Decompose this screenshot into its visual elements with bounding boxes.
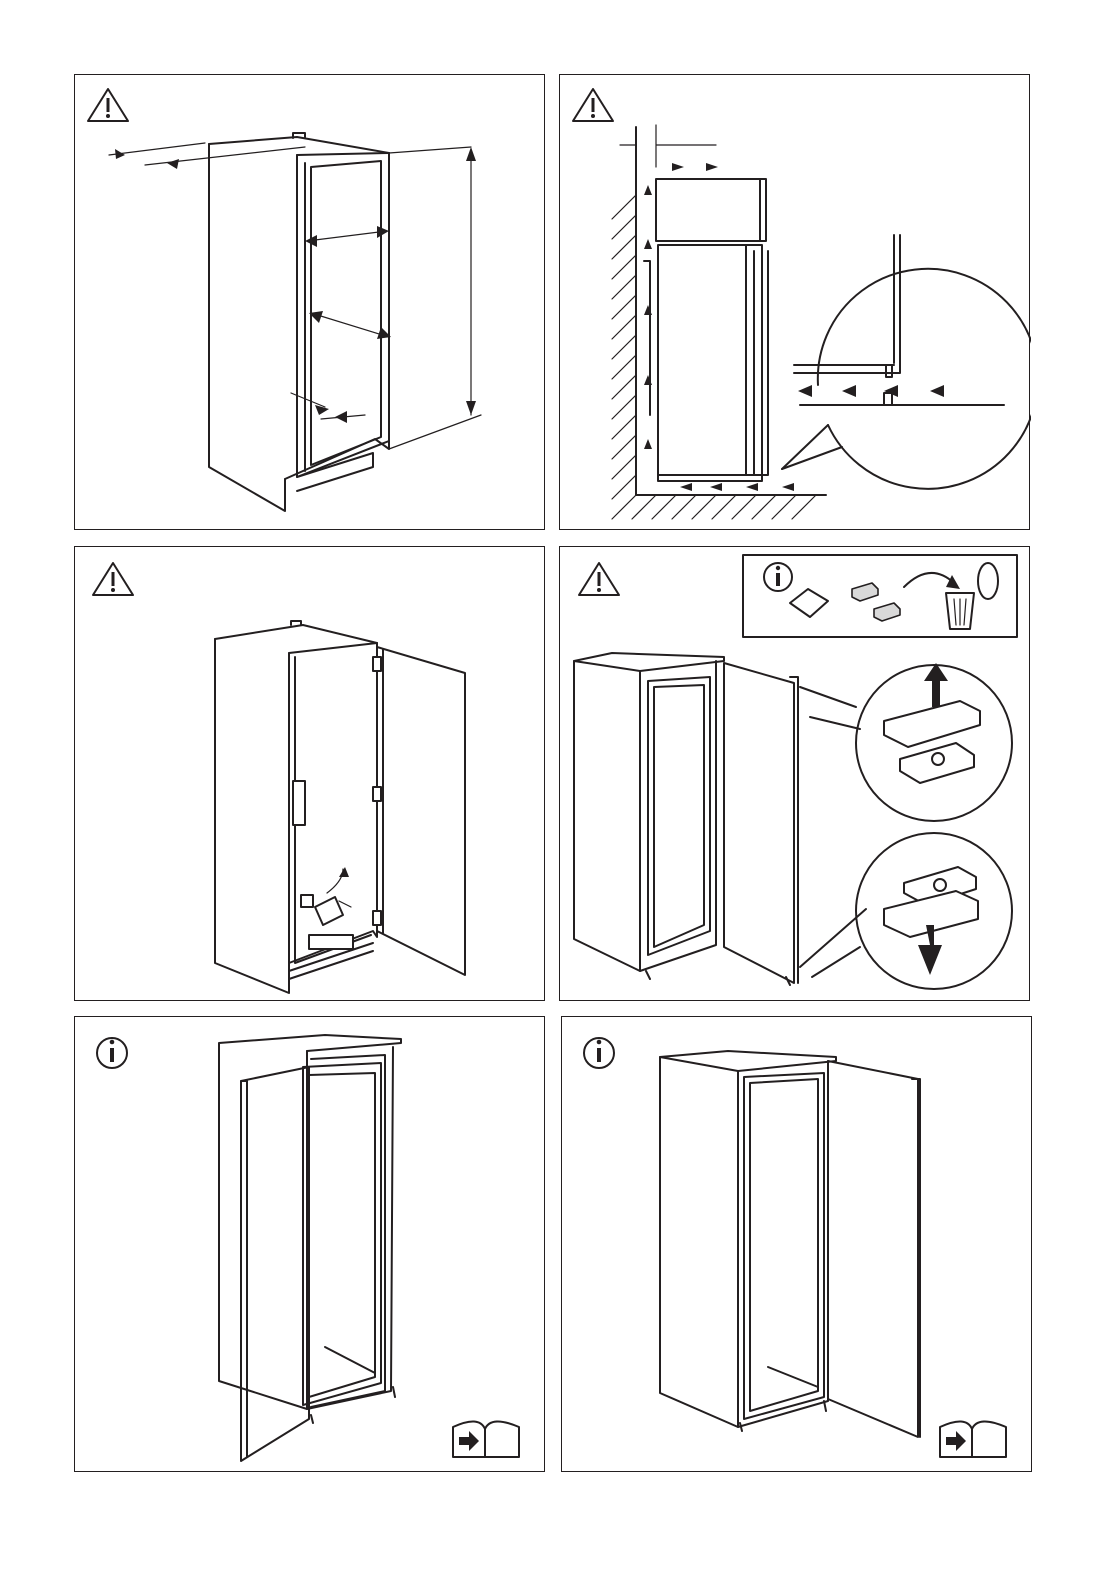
wall-hatching	[612, 125, 826, 519]
trash-bin-icon	[946, 563, 998, 629]
warning-icon	[93, 563, 133, 595]
bag-icon	[790, 589, 828, 617]
panel-door-left	[74, 1016, 545, 1472]
transport-clips-diagram	[560, 547, 1031, 1002]
warning-icon	[573, 89, 613, 121]
panel-ventilation	[559, 74, 1030, 530]
open-door	[373, 647, 465, 975]
fridge-open-right	[660, 1051, 920, 1437]
info-icon	[97, 1038, 127, 1068]
detail-magnifier	[782, 235, 1031, 489]
info-icon	[764, 563, 792, 591]
panel-niche-dimensions	[74, 74, 545, 530]
info-icon	[584, 1038, 614, 1068]
clip-icon	[852, 583, 878, 601]
open-book-arrow-icon	[453, 1421, 519, 1457]
panel-door-hinge	[74, 546, 545, 1001]
open-book-arrow-icon	[940, 1421, 1006, 1457]
clip-detail-top	[800, 663, 1012, 821]
dimension-arrows	[109, 143, 481, 449]
panel-transport-clips	[559, 546, 1030, 1001]
appliance-side	[644, 179, 768, 481]
door-right-diagram	[562, 1017, 1033, 1473]
door-hinge-diagram	[75, 547, 546, 1002]
ventilation-diagram	[560, 75, 1031, 531]
niche-dimensions-diagram	[75, 75, 546, 531]
hinge-parts	[293, 781, 353, 949]
warning-icon	[579, 563, 619, 595]
accessory-info-box	[743, 555, 1017, 637]
clip-detail-bottom	[800, 833, 1012, 989]
clip-icon-2	[874, 603, 900, 621]
airflow-arrows	[644, 163, 794, 491]
panel-door-right	[561, 1016, 1032, 1472]
cabinet-niche	[209, 133, 389, 511]
warning-icon	[88, 89, 128, 121]
fridge-open	[574, 653, 798, 985]
door-left-diagram	[75, 1017, 546, 1473]
fridge-open-left	[219, 1035, 401, 1461]
